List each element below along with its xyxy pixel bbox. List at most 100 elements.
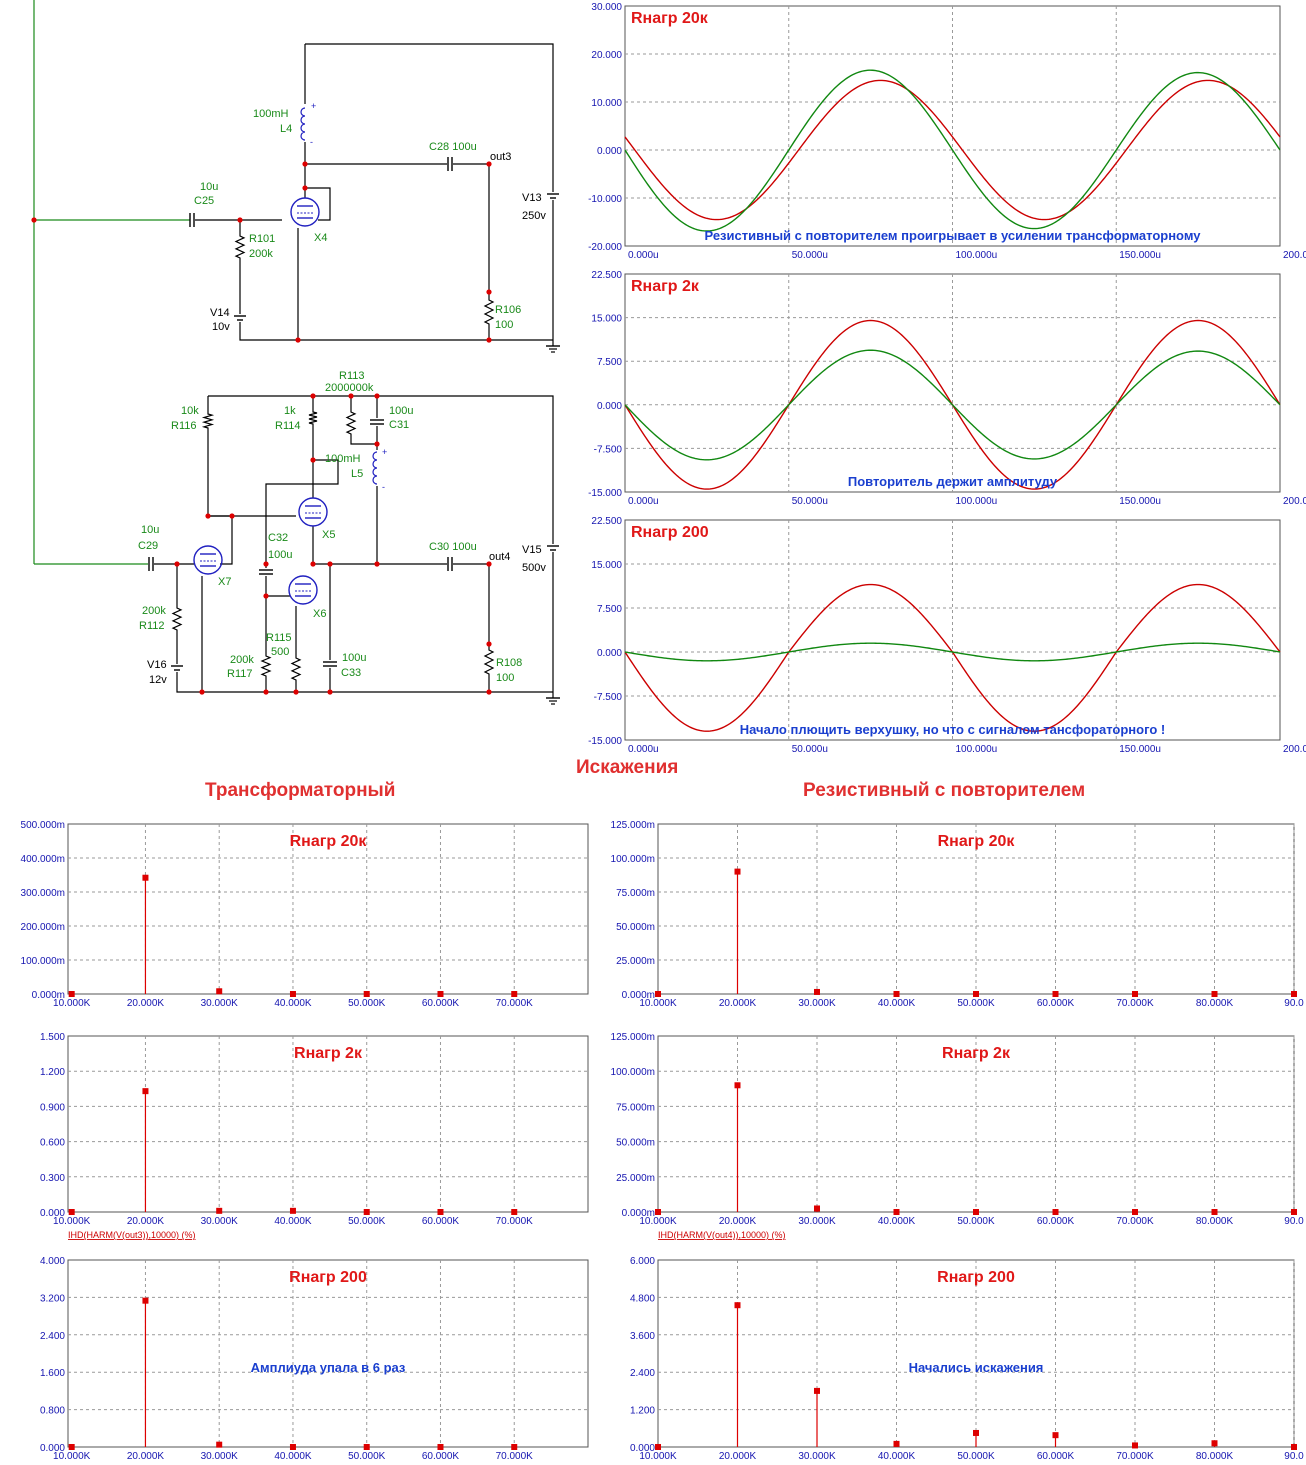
x-tick-label: 30.000K xyxy=(201,1451,239,1462)
resistor-symbol xyxy=(201,410,215,432)
node-dot xyxy=(348,393,354,399)
y-tick-label: 100.000m xyxy=(21,956,65,967)
label-x6: X6 xyxy=(313,608,326,620)
harmonic-marker xyxy=(437,1444,444,1450)
label-x7: X7 xyxy=(218,576,231,588)
chart-title: Rнагр 200 xyxy=(631,524,709,541)
label-c31-val: 100u xyxy=(389,405,413,417)
x-tick-label: 200.0 xyxy=(1283,250,1306,261)
y-quantity-label: IHD(HARM(V(out4)),10000) (%) xyxy=(658,1230,786,1240)
plot-area xyxy=(67,823,589,995)
label-c25: C25 xyxy=(194,195,214,207)
x-tick-label: 20.000K xyxy=(719,998,757,1009)
x-tick-label: 50.000K xyxy=(348,1451,386,1462)
harmonic-marker xyxy=(655,991,661,997)
trace-green xyxy=(624,349,1281,461)
y-tick-label: 15.000 xyxy=(591,314,622,325)
y-tick-label: 1.500 xyxy=(40,1032,65,1043)
vacuum-tube-symbol xyxy=(288,575,318,605)
resistor-symbol xyxy=(260,652,272,680)
label-v15-val: 500v xyxy=(522,562,546,574)
label-out4: out4 xyxy=(489,551,510,563)
label-r115-val: 500 xyxy=(271,646,289,658)
y-tick-label: 0.300 xyxy=(40,1173,65,1184)
x-tick-label: 50.000K xyxy=(348,1216,386,1227)
y-tick-label: 20.000 xyxy=(591,50,622,61)
label-v13-val: 250v xyxy=(522,210,546,222)
harmonic-marker xyxy=(814,1205,820,1212)
label-c30: C30 100u xyxy=(429,541,477,553)
resistive-title: Резистивный с повторителем xyxy=(803,780,1086,801)
harmonic-marker xyxy=(1052,1209,1059,1215)
harmonic-marker xyxy=(216,1441,223,1448)
chart-title: Rнагр 200 xyxy=(289,1269,367,1286)
harmonic-marker xyxy=(68,1444,75,1450)
resistor-symbol xyxy=(308,408,318,428)
node-dot xyxy=(229,513,235,519)
y-tick-label: 500.000m xyxy=(21,820,65,831)
y-tick-label: 0.900 xyxy=(40,1102,65,1113)
y-tick-label: 4.000 xyxy=(40,1256,65,1267)
label-l4: L4 xyxy=(280,123,292,135)
wire xyxy=(239,322,553,341)
label-r112-val: 200k xyxy=(142,605,166,617)
y-tick-label: 1.200 xyxy=(630,1406,655,1417)
y-tick-label: 200.000m xyxy=(21,922,65,933)
polarity-mark: - xyxy=(382,482,385,492)
label-r108: R108 xyxy=(496,657,522,669)
chart-annotation: Резистивный с повторителем проигрывает в… xyxy=(704,228,1201,243)
x-tick-label: 60.000K xyxy=(1037,998,1075,1009)
y-tick-label: 2.400 xyxy=(40,1331,65,1342)
label-c32: C32 xyxy=(268,532,288,544)
trace-green xyxy=(624,642,1281,662)
harmonic-marker xyxy=(1291,991,1297,997)
label-r116-val: 10k xyxy=(181,405,199,417)
node-dot xyxy=(310,457,316,463)
harmonic-marker xyxy=(655,1444,661,1450)
x-tick-label: 10.000K xyxy=(639,1451,677,1462)
y-quantity-label: IHD(HARM(V(out3)),10000) (%) xyxy=(68,1230,196,1240)
x-tick-label: 0.000u xyxy=(628,496,659,507)
x-tick-label: 30.000K xyxy=(798,1216,836,1227)
y-tick-label: 0.000 xyxy=(40,1208,65,1219)
harmonic-marker xyxy=(363,1209,370,1215)
harmonic-marker xyxy=(734,868,741,875)
harmonic-marker xyxy=(216,1207,223,1214)
trace-red xyxy=(624,79,1281,221)
node-dot xyxy=(374,561,380,567)
harmonics-transformer-20k: 500.000m400.000m300.000m200.000m100.000m… xyxy=(21,820,589,1009)
y-tick-label: 0.000 xyxy=(597,146,622,157)
harmonic-marker xyxy=(363,1444,370,1450)
harmonic-marker xyxy=(973,1209,979,1215)
x-tick-label: 30.000K xyxy=(201,998,239,1009)
chart-title: Rнагр 200 xyxy=(937,1269,1015,1286)
label-v14-val: 10v xyxy=(212,321,230,333)
label-l4-val: 100mH xyxy=(253,108,289,120)
harmonic-marker xyxy=(289,1444,296,1450)
chart-annotation: Амплиуда упала в 6 раз xyxy=(251,1360,406,1375)
label-out3: out3 xyxy=(490,151,511,163)
y-tick-label: 4.800 xyxy=(630,1293,655,1304)
harmonic-marker xyxy=(437,991,444,997)
harmonic-marker xyxy=(68,991,75,997)
wire xyxy=(350,438,377,445)
label-l5-val: 100mH xyxy=(325,453,361,465)
label-c33: C33 xyxy=(341,667,361,679)
label-c33-val: 100u xyxy=(342,652,366,664)
label-v16-val: 12v xyxy=(149,674,167,686)
harmonic-marker xyxy=(893,1209,900,1215)
node-dot xyxy=(205,513,211,519)
harmonic-marker xyxy=(68,1209,75,1215)
transformer-title: Трансформаторный xyxy=(205,780,396,801)
x-tick-label: 30.000K xyxy=(798,998,836,1009)
harmonic-marker xyxy=(1211,1440,1218,1447)
label-r117: R117 xyxy=(227,668,252,680)
chart-title: Rнагр 20к xyxy=(290,833,368,850)
node-dot xyxy=(486,337,492,343)
wire xyxy=(453,563,490,644)
y-tick-label: -15.000 xyxy=(588,488,622,499)
x-tick-label: 90.0 xyxy=(1284,998,1304,1009)
y-tick-label: 125.000m xyxy=(611,820,655,831)
wire xyxy=(207,432,233,565)
